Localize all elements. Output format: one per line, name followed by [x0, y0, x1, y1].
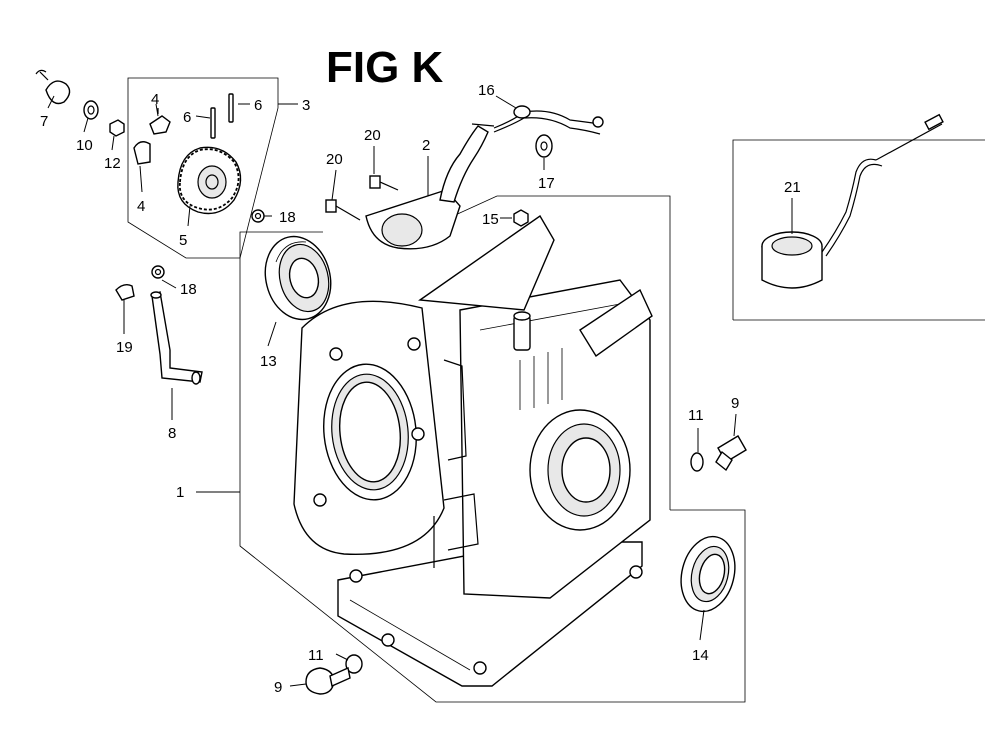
callout-20-a: 20 — [364, 127, 381, 144]
callout-17: 17 — [538, 175, 555, 192]
callout-labels: 7 10 12 4 4 5 6 6 3 20 20 2 16 17 18 18 … — [40, 82, 801, 696]
callout-19: 19 — [116, 339, 133, 356]
bearing-part-13 — [264, 235, 332, 321]
callout-15: 15 — [482, 211, 499, 228]
callout-12: 12 — [104, 155, 121, 172]
callout-6-b: 6 — [254, 97, 262, 114]
tube-part-8 — [150, 290, 203, 385]
crankcase-part-1 — [293, 214, 653, 687]
bolt-part-20-a — [369, 175, 399, 191]
washer-part-10 — [83, 100, 99, 120]
callout-4-lower: 4 — [137, 198, 145, 215]
oil-sensor-part-2 — [365, 123, 495, 250]
washer-part-11-left — [345, 654, 363, 674]
callout-9-left: 9 — [274, 679, 282, 696]
callout-11-left: 11 — [308, 647, 324, 664]
nut-part-18-b — [151, 265, 165, 279]
leader-lines — [47, 95, 793, 687]
callout-18-a: 18 — [279, 209, 296, 226]
callout-7: 7 — [40, 113, 48, 130]
callout-8: 8 — [168, 425, 176, 442]
washer-part-11-right — [690, 452, 704, 472]
callout-3: 3 — [302, 97, 310, 114]
crankcase-group-bracket — [239, 231, 746, 703]
oil-seal-part-14 — [680, 535, 736, 613]
callout-21: 21 — [784, 179, 801, 196]
callout-18-b: 18 — [180, 281, 197, 298]
grommet-part-17 — [535, 134, 553, 158]
callout-4-upper: 4 — [151, 91, 159, 108]
callout-20-b: 20 — [326, 151, 343, 168]
callout-6-a: 6 — [183, 109, 191, 126]
pin-part-6-b — [228, 93, 234, 123]
wire-part-16 — [493, 105, 604, 135]
callout-9-right: 9 — [731, 395, 739, 412]
callout-10: 10 — [76, 137, 93, 154]
nut-part-12 — [109, 119, 125, 137]
inset-frame — [732, 139, 985, 320]
clip-part-19 — [115, 283, 135, 301]
clip-part-4-upper — [149, 108, 171, 135]
callout-14: 14 — [692, 647, 709, 664]
bolt-part-9-right — [715, 435, 747, 472]
pin-part-6-a — [210, 107, 216, 139]
callout-5: 5 — [179, 232, 187, 249]
callout-13: 13 — [260, 353, 277, 370]
bolt-part-20-b — [325, 199, 361, 221]
gear-part-5 — [177, 146, 242, 215]
callout-2: 2 — [422, 137, 430, 154]
callout-11-right: 11 — [688, 407, 704, 424]
oil-alert-part-21 — [761, 113, 944, 289]
clip-part-4-lower — [133, 141, 151, 165]
nut-part-15 — [513, 209, 529, 227]
plug-part-7 — [35, 69, 71, 105]
nut-part-18-a — [251, 209, 265, 223]
bolt-part-9-left — [305, 667, 351, 695]
figure-title: FIG K — [326, 43, 444, 92]
callout-1: 1 — [176, 484, 184, 501]
callout-16: 16 — [478, 82, 495, 99]
